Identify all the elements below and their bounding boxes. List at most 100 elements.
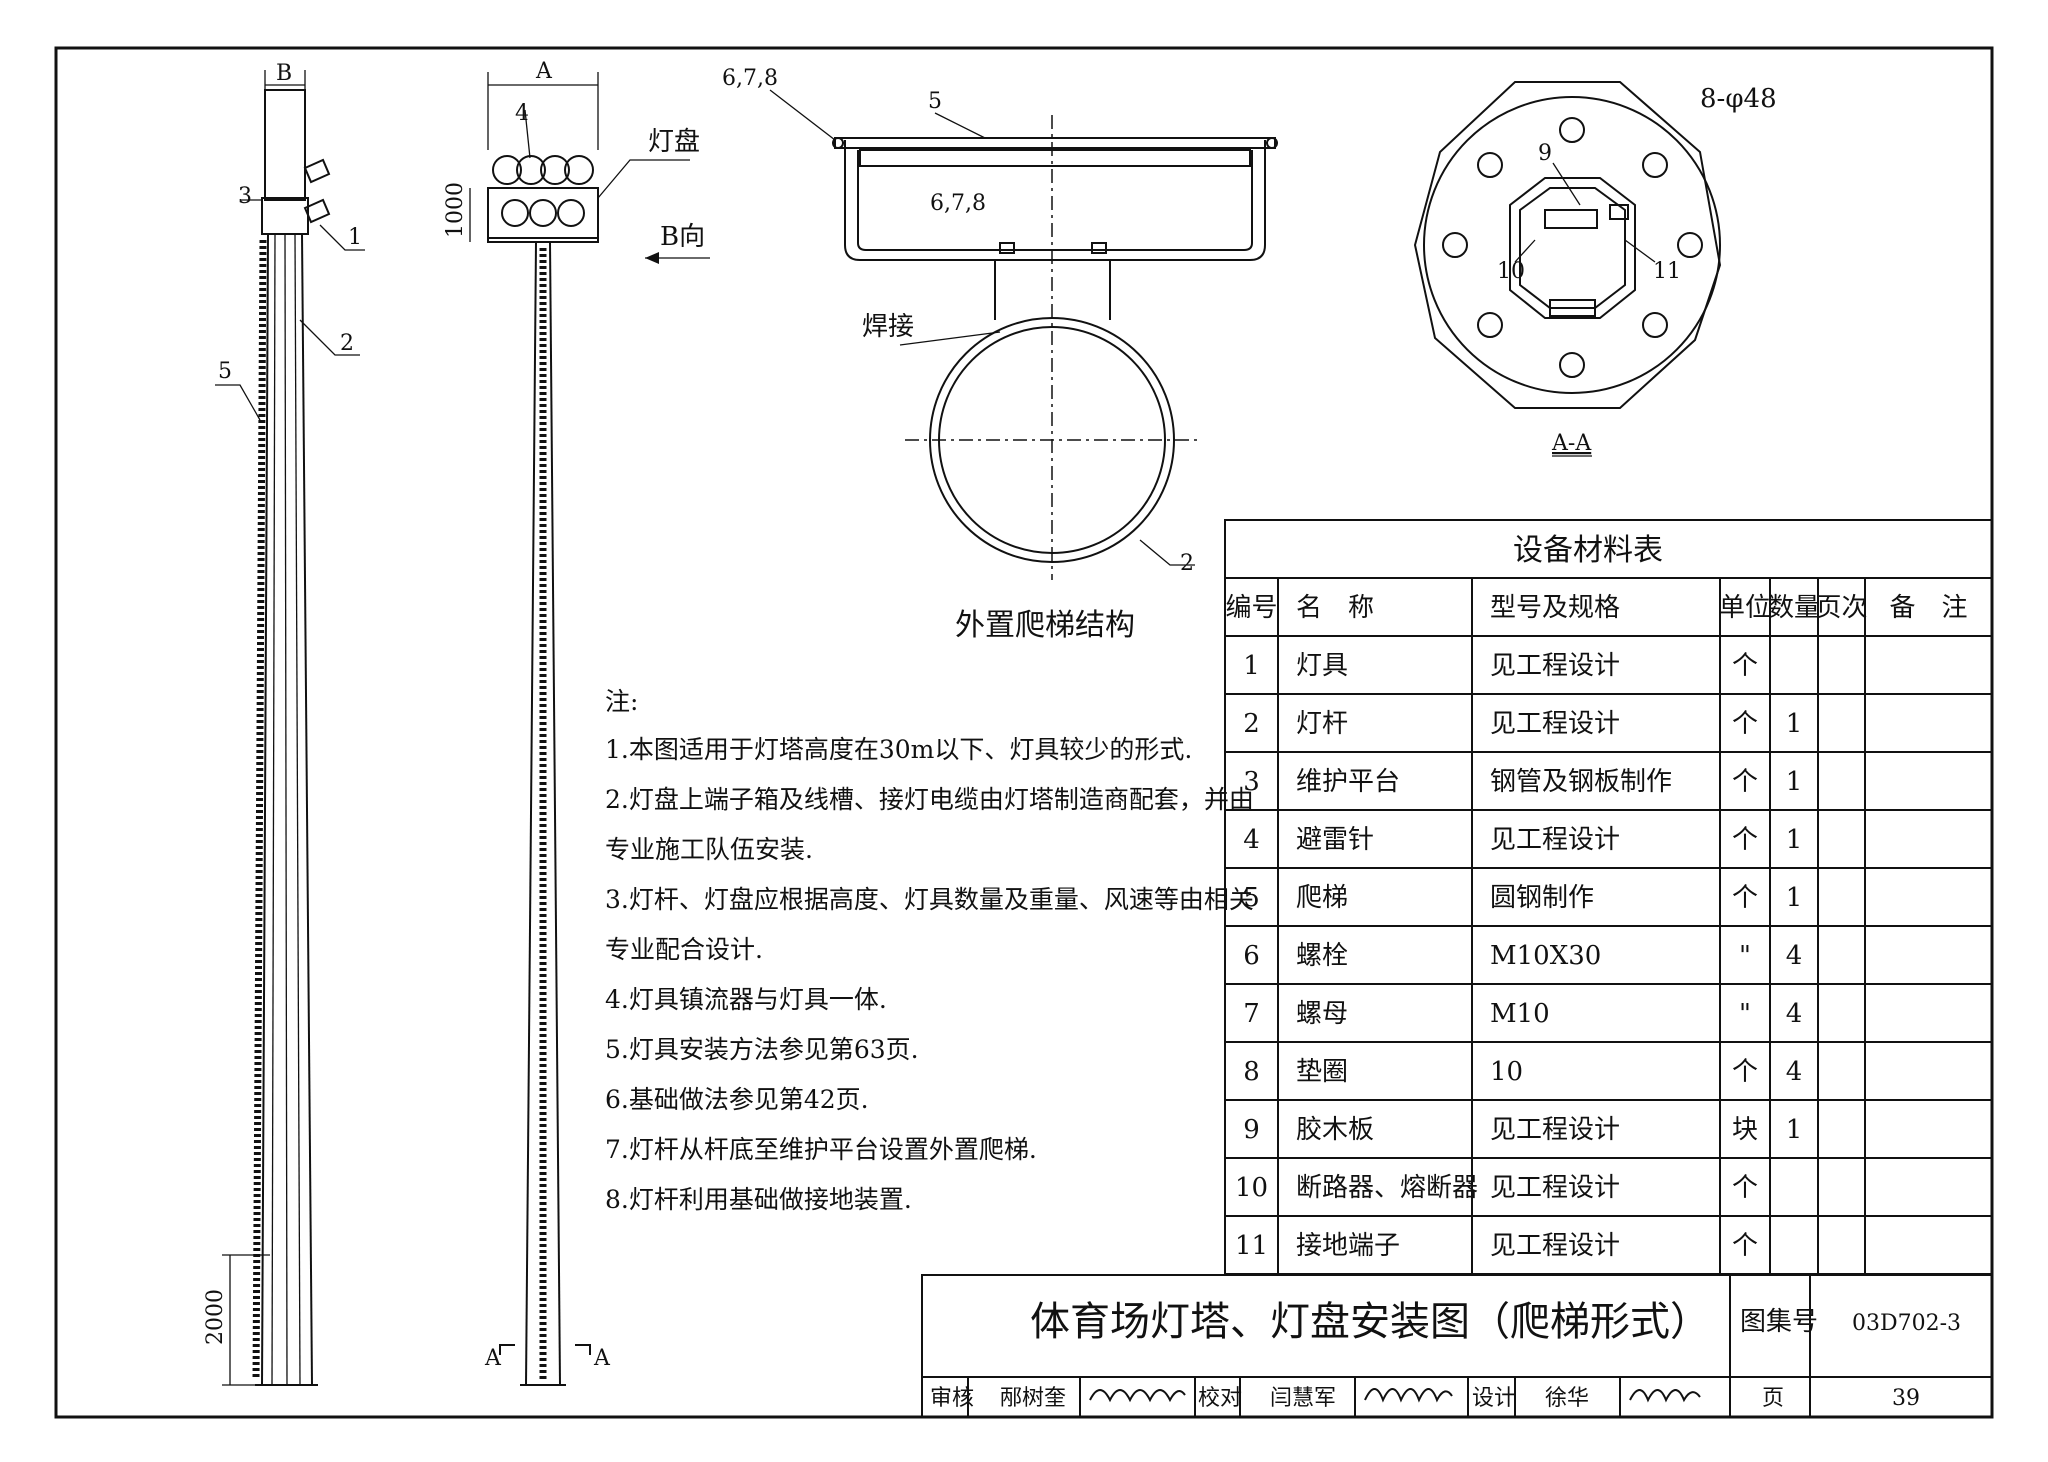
table-cell: 个 (1732, 883, 1758, 913)
note-line: 6.基础做法参见第42页. (605, 1085, 869, 1114)
note-line: 8.灯杆利用基础做接地装置. (605, 1185, 912, 1214)
table-cell: 个 (1732, 1057, 1758, 1087)
leader-10: 10 (1497, 259, 1525, 284)
table-cell: 4 (1786, 1057, 1803, 1087)
table-cell: 避雷针 (1296, 825, 1374, 855)
table-cell: 1 (1786, 709, 1803, 739)
note-line: 7.灯杆从杆底至维护平台设置外置爬梯. (605, 1135, 1037, 1164)
table-cell: 断路器、熔断器 (1296, 1173, 1478, 1203)
checker-signature (1364, 1388, 1453, 1403)
table-cell: 1 (1786, 825, 1803, 855)
table-cell: 见工程设计 (1490, 1173, 1620, 1203)
table-cell: M10 (1490, 999, 1550, 1029)
notes-heading: 注: (605, 687, 638, 716)
design-label: 设计 (1472, 1386, 1516, 1411)
table-cell: 4 (1243, 825, 1260, 855)
leader-678-top: 6,7,8 (722, 66, 778, 91)
table-cell: 5 (1243, 883, 1260, 913)
leader-1: 1 (348, 225, 362, 250)
table-cell: 灯杆 (1296, 709, 1348, 739)
lamp-panel-label: 灯盘 (648, 127, 700, 157)
notes: 注: 1.本图适用于灯塔高度在30m以下、灯具较少的形式. 2.灯盘上端子箱及线… (605, 687, 1254, 1214)
title-block: 体育场灯塔、灯盘安装图（爬梯形式） 图集号 03D702-3 审核 邴树奎 校对… (921, 1274, 1993, 1418)
table-cell: 10 (1235, 1173, 1268, 1203)
table-cell: 1 (1786, 767, 1803, 797)
section-a-a: 8-φ48 9 10 11 A-A (1413, 81, 1777, 457)
table-cell: 个 (1732, 709, 1758, 739)
table-cell: 螺栓 (1296, 941, 1348, 971)
dim-b-label: B (276, 61, 292, 86)
table-cell: 见工程设计 (1490, 651, 1620, 681)
ladder-detail-title: 外置爬梯结构 (955, 608, 1135, 643)
table-cell: 1 (1786, 883, 1803, 913)
table-cell: 螺母 (1296, 999, 1348, 1029)
table-cell: 维护平台 (1296, 767, 1400, 797)
note-line: 1.本图适用于灯塔高度在30m以下、灯具较少的形式. (605, 735, 1192, 764)
direction-label: B向 (660, 222, 705, 252)
table-cell: 胶木板 (1296, 1115, 1374, 1145)
table-cell: 9 (1243, 1115, 1260, 1145)
note-line: 2.灯盘上端子箱及线槽、接灯电缆由灯塔制造商配套，并由 (605, 785, 1254, 814)
leader-2: 2 (340, 331, 354, 356)
table-cell: 2 (1243, 709, 1260, 739)
table-header-cell: 编号 (1225, 593, 1277, 623)
weld-label: 焊接 (862, 312, 914, 342)
table-header-cell: 名 称 (1296, 593, 1374, 623)
atlas-label: 图集号 (1740, 1307, 1818, 1337)
section-title: A-A (1551, 431, 1592, 456)
page-number: 39 (1892, 1386, 1920, 1411)
table-cell: 个 (1732, 1173, 1758, 1203)
table-cell: " (1739, 999, 1751, 1029)
table-cell: 块 (1732, 1115, 1758, 1145)
ladder-structure-detail: 6,7,8 5 6,7,8 焊接 2 外置爬梯结构 (722, 66, 1278, 643)
note-line: 专业施工队伍安装. (605, 835, 813, 864)
ladder-leader-5: 5 (928, 89, 942, 114)
note-line: 5.灯具安装方法参见第63页. (605, 1035, 919, 1064)
leader-3: 3 (238, 184, 252, 209)
table-header-cell: 页次 (1815, 593, 1867, 623)
table-cell: 个 (1732, 651, 1758, 681)
table-cell: 7 (1243, 999, 1260, 1029)
leader-11: 11 (1653, 259, 1681, 284)
table-cell: 爬梯 (1296, 883, 1348, 913)
designer-signature (1629, 1389, 1701, 1403)
table-cell: 圆钢制作 (1490, 883, 1594, 913)
tower-side-view: B 3 1 2 5 2000 (203, 61, 365, 1386)
table-cell: 6 (1243, 941, 1260, 971)
note-line: 4.灯具镇流器与灯具一体. (605, 985, 887, 1014)
table-cell: 4 (1786, 999, 1803, 1029)
leader-678-mid: 6,7,8 (930, 191, 986, 216)
section-mark-left: A (484, 1346, 502, 1371)
leader-4: 4 (515, 101, 529, 126)
table-cell: 个 (1732, 825, 1758, 855)
table-cell: 个 (1732, 1231, 1758, 1261)
ladder-leader-2: 2 (1180, 551, 1194, 576)
table-cell: 灯具 (1296, 651, 1348, 681)
floodlight-icon (303, 158, 331, 184)
table-cell: 10 (1490, 1057, 1523, 1087)
reviewer-signature (1089, 1389, 1186, 1403)
table-cell: 见工程设计 (1490, 709, 1620, 739)
table-cell: 3 (1243, 767, 1260, 797)
atlas-number: 03D702-3 (1852, 1311, 1961, 1336)
table-cell: 个 (1732, 767, 1758, 797)
leader-9: 9 (1538, 141, 1552, 166)
table-title: 设备材料表 (1513, 533, 1663, 568)
table-cell: 见工程设计 (1490, 825, 1620, 855)
drawing-border (54, 46, 1994, 1419)
table-cell: 4 (1786, 941, 1803, 971)
page-label: 页 (1762, 1386, 1784, 1411)
table-cell: 1 (1243, 651, 1260, 681)
note-line: 3.灯杆、灯盘应根据高度、灯具数量及重量、风速等由相关 (605, 885, 1254, 914)
table-header-cell: 型号及规格 (1490, 593, 1620, 623)
reviewer-name: 邴树奎 (1000, 1386, 1066, 1411)
checker-name: 闫慧军 (1270, 1386, 1336, 1411)
note-line: 专业配合设计. (605, 935, 763, 964)
dim-a-label: A (535, 59, 553, 84)
check-label: 校对 (1198, 1386, 1242, 1411)
leader-5: 5 (218, 359, 232, 384)
table-cell: 钢管及钢板制作 (1490, 767, 1672, 797)
section-mark-right: A (593, 1346, 611, 1371)
table-cell: 1 (1786, 1115, 1803, 1145)
